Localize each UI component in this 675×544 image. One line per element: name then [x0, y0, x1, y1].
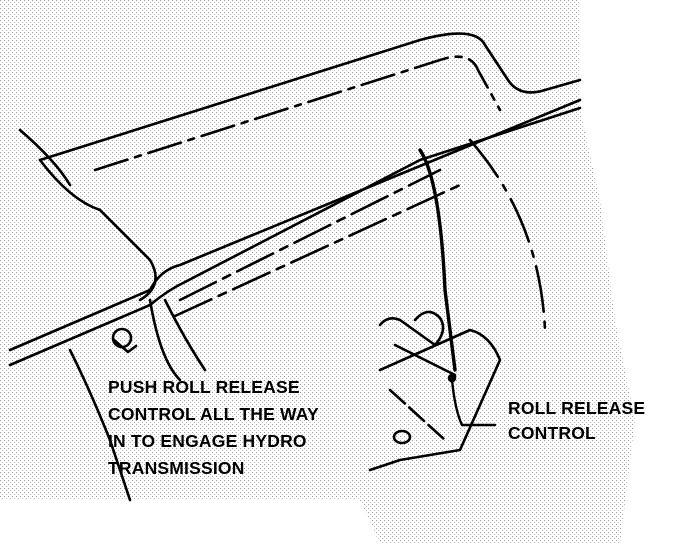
instruction-label: PUSH ROLL RELEASE CONTROL ALL THE WAY IN… [108, 374, 319, 482]
roll-release-handle [378, 310, 445, 347]
instruction-line-4: TRANSMISSION [108, 458, 245, 478]
left-lower-curve [68, 348, 132, 502]
part-label-line-2: CONTROL [508, 423, 596, 443]
instruction-line-2: CONTROL ALL THE WAY [108, 404, 319, 424]
side-panel-curve [148, 298, 182, 382]
instruction-line-1: PUSH ROLL RELEASE [108, 377, 300, 397]
footrest-plate-inner [388, 388, 447, 442]
hood-top-dash [93, 55, 502, 172]
instruction-line-3: IN TO ENGAGE HYDRO [108, 431, 307, 451]
hood-top-edge [38, 32, 582, 162]
hood-underside-dash-2 [173, 183, 462, 318]
roll-release-shaft [393, 343, 457, 377]
stipple-background [0, 0, 635, 544]
center-panel-edge [418, 148, 457, 372]
side-panel-curve-2 [163, 298, 207, 372]
hood-front-edge [8, 98, 582, 352]
left-lower-curve-2 [18, 128, 72, 187]
hood-left-curve [38, 158, 157, 302]
part-label-line-1: ROLL RELEASE [508, 398, 646, 418]
bolt-hole [392, 429, 412, 445]
right-fender [468, 138, 547, 332]
footrest-plate [368, 328, 502, 472]
part-label: ROLL RELEASE CONTROL [508, 396, 645, 446]
hood-underside-dash [178, 168, 442, 302]
leader-line [450, 378, 497, 427]
left-knob-base [112, 338, 138, 354]
